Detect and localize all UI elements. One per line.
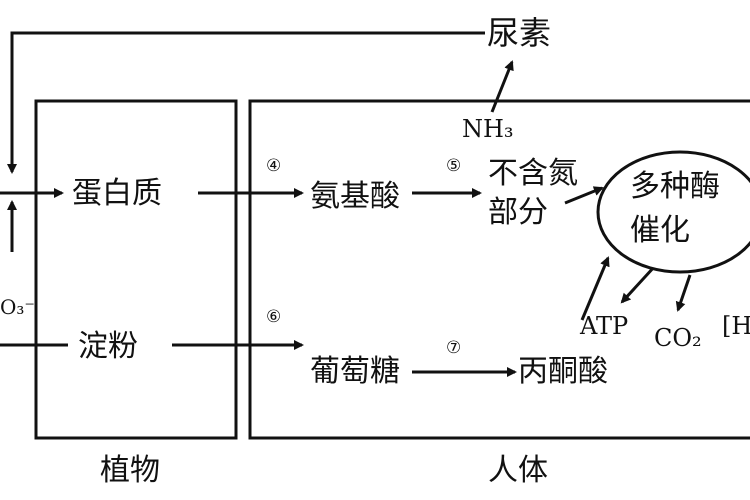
step-7-number: ⑦ — [446, 338, 461, 358]
plant-group-label: 植物 — [100, 453, 160, 488]
step-4-number: ④ — [266, 156, 281, 176]
human-group-label: 人体 — [488, 453, 548, 488]
nh3-to-urea-arrow — [490, 60, 514, 113]
human-box — [248, 99, 750, 440]
nitrogen-free-to-enzymes-arrow — [564, 186, 604, 205]
enzymes-label-line2: 催化 — [630, 213, 690, 248]
nh3-label: NH₃ — [462, 115, 514, 143]
step-6-number: ⑥ — [266, 307, 281, 327]
starch-label: 淀粉 — [78, 329, 138, 364]
pyruvate-label: 丙酮酸 — [518, 354, 608, 389]
amino-acid-label: 氨基酸 — [310, 179, 400, 214]
enzymes-to-atp-arrow — [620, 264, 657, 304]
h-label: [H — [722, 312, 750, 340]
plant-box — [34, 99, 238, 440]
nitrogen-free-label-line1: 不含氮 — [488, 156, 578, 191]
urea-feedback-arrow — [7, 31, 485, 174]
glucose-label: 葡萄糖 — [310, 354, 400, 389]
enzymes-to-co2-arrow — [675, 274, 692, 312]
enzyme-ellipse — [596, 150, 750, 274]
pyruvate-to-enzymes-arrow — [580, 256, 610, 321]
co2-label: CO₂ — [654, 324, 702, 352]
enzymes-label-line1: 多种酶 — [630, 169, 720, 204]
nitrogen-free-label-line2: 部分 — [488, 195, 548, 230]
urea-label: 尿素 — [487, 14, 551, 52]
protein-label: 蛋白质 — [72, 176, 162, 211]
atp-label: ATP — [579, 312, 628, 340]
no3-label: O₃⁻ — [0, 295, 35, 319]
step-5-number: ⑤ — [446, 156, 461, 176]
